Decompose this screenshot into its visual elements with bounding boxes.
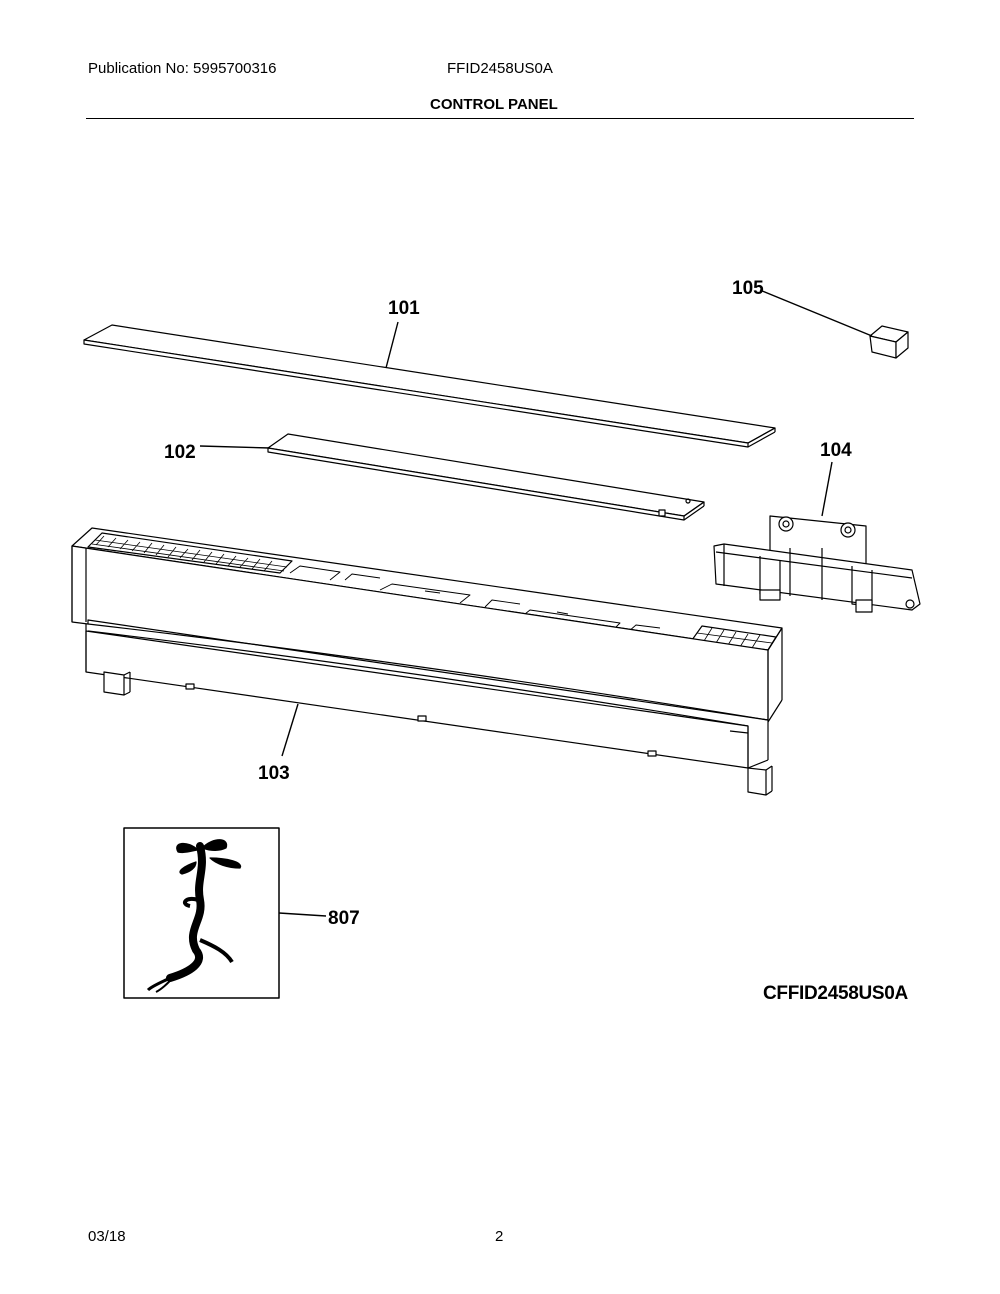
figure-code: CFFID2458US0A: [763, 983, 908, 1004]
part-103-control-panel: [71, 527, 783, 796]
part-104-bracket: [713, 515, 921, 613]
model-number: FFID2458US0A: [447, 60, 553, 77]
section-title: CONTROL PANEL: [430, 96, 558, 113]
callout-102: 102: [164, 442, 196, 463]
part-101-overlay: [83, 324, 776, 448]
leader-105: [759, 289, 873, 337]
footer-date: 03/18: [88, 1228, 126, 1245]
page-number: 2: [495, 1228, 504, 1245]
part-102-board: [267, 433, 705, 521]
part-807-wire-tie: [123, 827, 280, 999]
leader-lines: [199, 289, 873, 917]
callout-104: 104: [820, 440, 852, 461]
leader-103: [281, 703, 299, 757]
part-105-block: [869, 325, 909, 359]
leader-104: [821, 461, 833, 517]
header-divider: [86, 118, 914, 119]
callout-807: 807: [328, 908, 360, 929]
leader-101: [385, 321, 399, 369]
callout-103: 103: [258, 763, 290, 784]
callout-101: 101: [388, 298, 420, 319]
callout-105: 105: [732, 278, 764, 299]
leader-102: [199, 445, 271, 449]
publication-number: Publication No: 5995700316: [88, 60, 277, 77]
leader-807: [278, 912, 327, 917]
